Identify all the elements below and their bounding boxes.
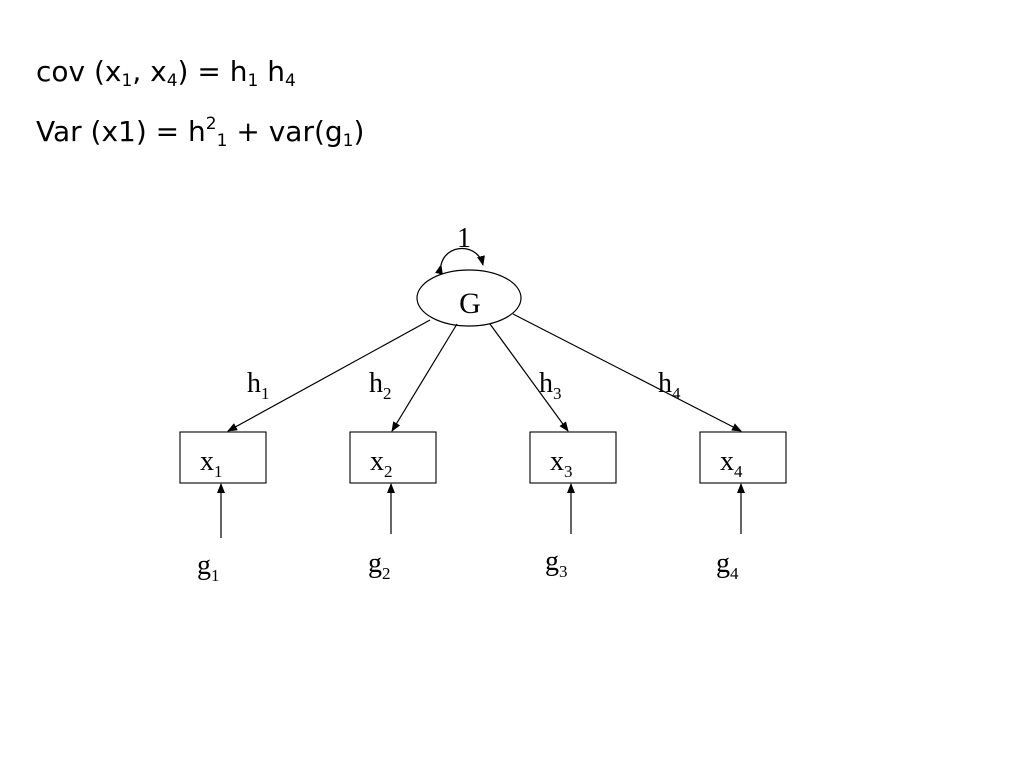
error-label-2: g2 xyxy=(368,548,391,583)
factor-label: G xyxy=(459,287,481,320)
observed-label-3: x3 xyxy=(550,446,573,481)
factor-variance-arrow xyxy=(435,248,485,275)
formula-subscript: 4 xyxy=(166,71,178,91)
observed-label-1: x1 xyxy=(200,446,223,481)
loading-label-2: h2 xyxy=(369,368,392,403)
formula-subscript: 1 xyxy=(121,71,133,91)
factor-node xyxy=(416,269,522,327)
observed-box-4 xyxy=(699,431,787,484)
observed-box-1 xyxy=(179,431,267,484)
loading-path-2 xyxy=(391,323,458,432)
loading-label-3: h3 xyxy=(539,368,562,403)
error-label-4: g4 xyxy=(716,548,739,583)
formula-subscript: 4 xyxy=(284,71,296,91)
observed-box-3 xyxy=(529,431,617,484)
formula-text: ) = h xyxy=(177,55,248,88)
formula-text: , x xyxy=(132,55,167,88)
formula-subscript: 1 xyxy=(216,131,228,151)
error-label-1: g1 xyxy=(197,550,220,585)
observed-box-2 xyxy=(349,431,437,484)
variance-formula: Var (x1) = h21 + var(g1) xyxy=(36,115,365,150)
formula-subscript: 1 xyxy=(342,131,354,151)
formula-text: + var(g xyxy=(227,115,343,148)
factor-variance-label: 1 xyxy=(457,223,471,254)
loading-path-4 xyxy=(512,313,742,432)
loading-label-4: h4 xyxy=(658,368,681,403)
formula-superscript: 2 xyxy=(205,114,217,134)
formula-subscript: 1 xyxy=(247,71,259,91)
formula-text: ) xyxy=(353,115,365,148)
observed-label-4: x4 xyxy=(720,446,743,481)
error-label-3: g3 xyxy=(545,546,568,581)
covariance-formula: cov (x1, x4) = h1 h4 xyxy=(36,55,296,90)
loading-path-1 xyxy=(227,319,431,432)
observed-label-2: x2 xyxy=(370,446,393,481)
formula-text: cov (x xyxy=(36,55,122,88)
loading-path-3 xyxy=(489,323,569,432)
loading-label-1: h1 xyxy=(247,368,270,403)
formula-text: Var (x1) = h xyxy=(36,115,206,148)
formula-text: h xyxy=(258,55,285,88)
